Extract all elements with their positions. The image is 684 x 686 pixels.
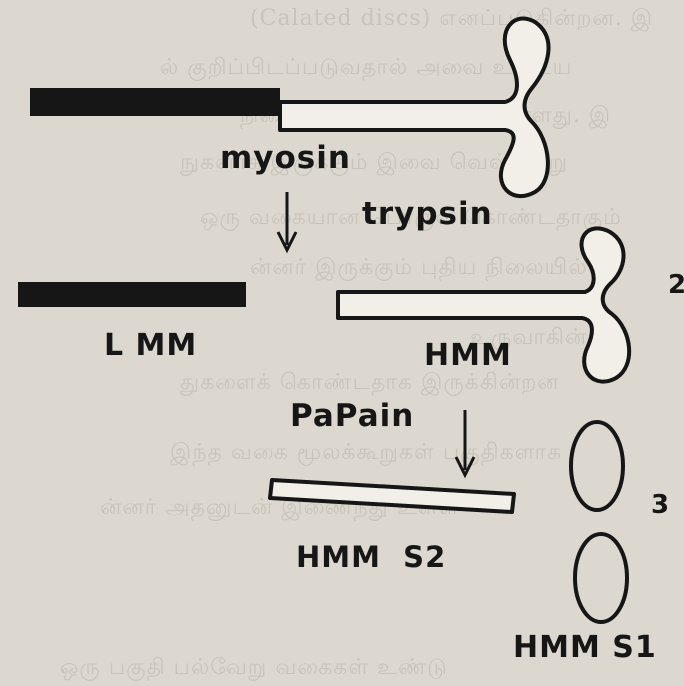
label-papain: PaPain	[290, 398, 414, 434]
label-hmm-s2: HMM S2	[296, 540, 446, 574]
label-hmm: HMM	[424, 338, 512, 373]
label-step-2: 2	[668, 270, 684, 300]
label-hmm-s1: HMM S1	[513, 630, 657, 665]
label-step-3: 3	[651, 490, 670, 520]
label-myosin: myosin	[220, 140, 351, 176]
label-trypsin: trypsin	[362, 196, 493, 232]
hmm-s1-head-lower	[575, 534, 627, 622]
label-lmm: L MM	[104, 328, 197, 363]
myosin-tail-lmm	[30, 88, 280, 116]
lmm-fragment	[18, 282, 246, 307]
hmm-s2-fragment	[270, 480, 514, 512]
hmm-s1-head-upper	[571, 422, 623, 510]
